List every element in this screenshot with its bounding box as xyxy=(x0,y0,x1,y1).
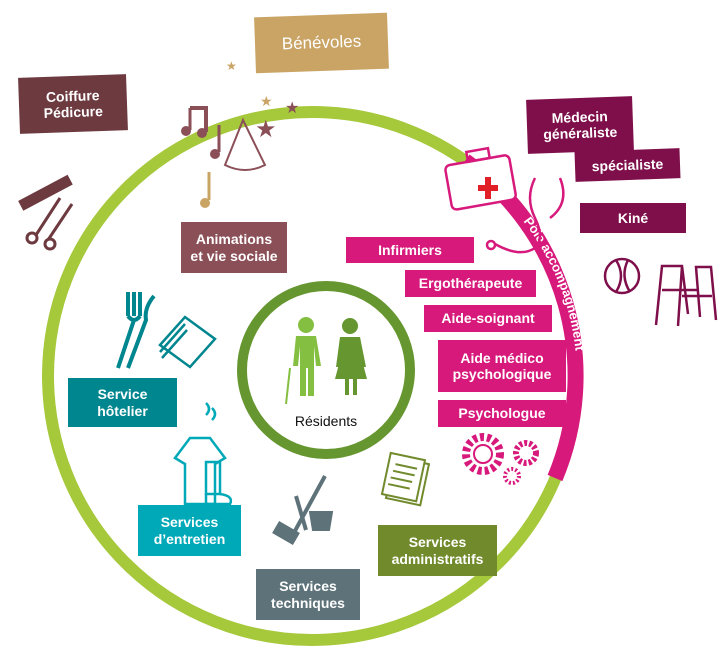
ergotherapeute-label: Ergothérapeute xyxy=(418,275,523,292)
party-music-icon: ★ ★ ★ ★ xyxy=(181,59,299,208)
coiffure-label: Coiffure xyxy=(45,86,100,105)
residents-circle xyxy=(237,281,415,459)
infirmiers-label: Infirmiers xyxy=(378,241,442,258)
medecin-label: Médecin xyxy=(551,107,608,126)
comb-scissors-icon xyxy=(18,174,74,251)
residents-icon xyxy=(285,317,367,405)
service-hotelier-box: Service hôtelier xyxy=(68,378,177,427)
services-techniques-box: Services techniques xyxy=(256,569,360,620)
medecin-generaliste-box: Médecin généraliste xyxy=(526,96,634,154)
benevoles-label: Bénévoles xyxy=(281,31,362,54)
service-label: Service xyxy=(97,386,148,403)
svg-text:★: ★ xyxy=(260,93,273,109)
aide-medico-psychologique-box: Aide médico psychologique xyxy=(438,340,566,392)
aide-soignant-label: Aide-soignant xyxy=(441,310,535,327)
techniques-label: techniques xyxy=(271,594,345,611)
pedicure-label: Pédicure xyxy=(43,102,104,122)
animations-box: Animations et vie sociale xyxy=(181,222,287,273)
specialiste-label: spécialiste xyxy=(591,155,664,175)
entretien-label: d’entretien xyxy=(153,530,226,547)
medical-kit-icon xyxy=(444,146,565,254)
hotelier-label: hôtelier xyxy=(97,402,148,419)
kine-box: Kiné xyxy=(580,203,686,233)
infirmiers-box: Infirmiers xyxy=(346,237,474,263)
psychologue-label: Psychologue xyxy=(458,405,546,422)
benevoles-box: Bénévoles xyxy=(254,12,389,74)
cutlery-towels-icon xyxy=(116,292,217,369)
services-entretien-box: Services d’entretien xyxy=(138,505,241,556)
administratifs-label: administratifs xyxy=(391,550,484,567)
psychologique-label: psychologique xyxy=(452,366,552,382)
gears-icon xyxy=(462,433,539,485)
vie-sociale-label: et vie sociale xyxy=(190,247,278,264)
specialiste-box: spécialiste xyxy=(574,148,681,182)
documents-icon xyxy=(380,451,431,507)
svg-text:★: ★ xyxy=(226,59,237,73)
services-label: Services xyxy=(160,514,219,531)
svg-text:★: ★ xyxy=(285,100,299,117)
cleaning-tools-icon xyxy=(272,475,334,546)
services-administratifs-box: Services administratifs xyxy=(378,525,497,576)
services-label: Services xyxy=(279,578,337,595)
clothes-icon xyxy=(173,402,233,506)
coiffure-pedicure-box: Coiffure Pédicure xyxy=(18,74,128,134)
kine-label: Kiné xyxy=(617,209,649,226)
ball-walker-icon xyxy=(603,257,718,327)
svg-text:★: ★ xyxy=(255,116,277,143)
services-label: Services xyxy=(408,534,467,551)
ergotherapeute-box: Ergothérapeute xyxy=(405,270,536,297)
psychologue-box: Psychologue xyxy=(438,400,566,427)
aide-soignant-box: Aide-soignant xyxy=(424,305,552,332)
residents-label: Résidents xyxy=(294,413,358,429)
aide-medico-label: Aide médico xyxy=(460,349,544,366)
generaliste-label: généraliste xyxy=(543,123,618,143)
animations-label: Animations xyxy=(195,231,273,248)
